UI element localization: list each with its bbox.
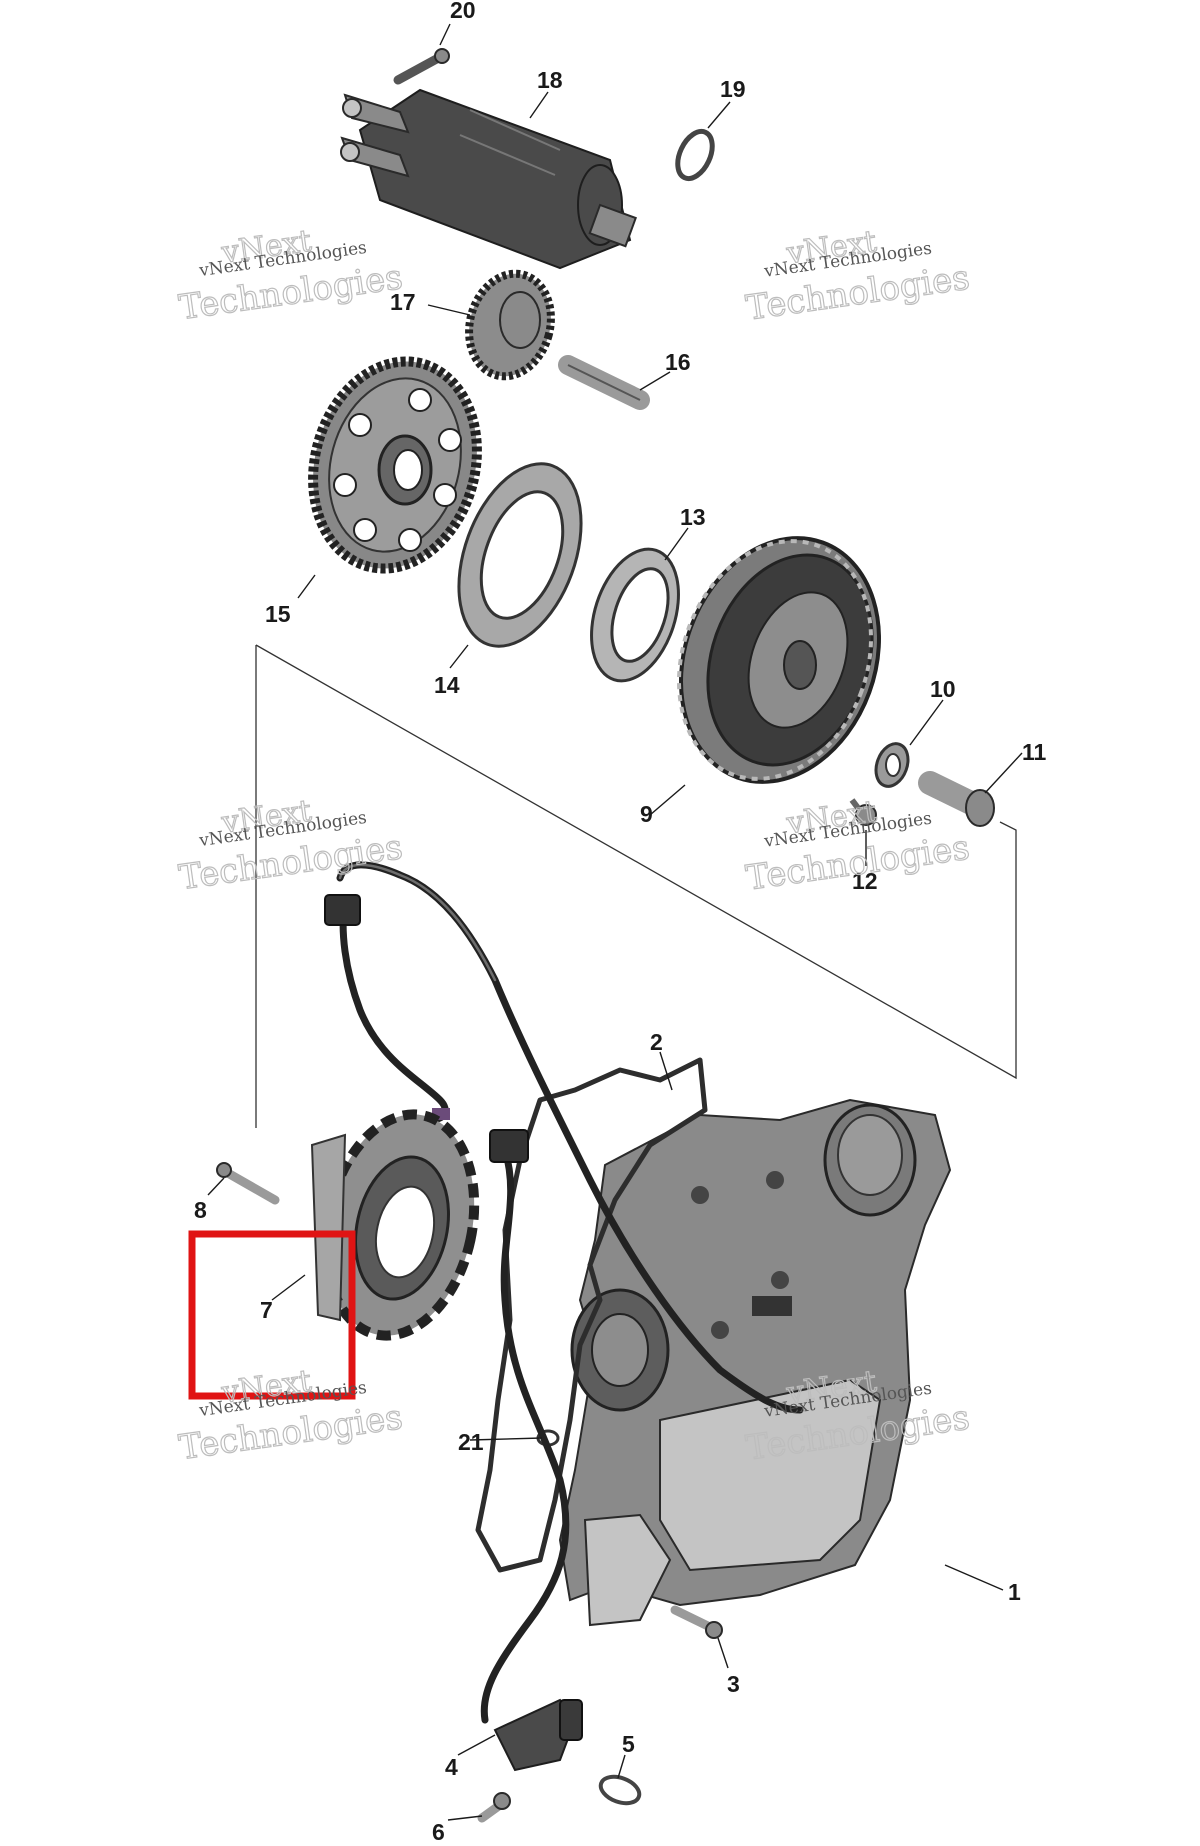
label-1: 1 [1008,1579,1021,1605]
part-5-o-ring [598,1774,642,1806]
label-6: 6 [432,1819,445,1845]
label-18: 18 [537,67,563,93]
watermark-bottom-left: vNext vNext Technologies Technologies [176,1363,406,1469]
label-13: 13 [680,504,706,530]
watermark-mid-left: vNext vNext Technologies Technologies [176,793,406,899]
part-19-o-ring [675,128,715,182]
part-14-washer [457,462,583,648]
part-15-starter-gear [308,356,482,574]
label-5: 5 [622,1731,635,1757]
part-labels: 20 18 19 17 16 13 15 14 10 11 9 12 2 8 7… [194,0,1047,1845]
watermark-top-right: vNext vNext Technologies Technologies [743,224,973,330]
watermark-top-left: vNext vNext Technologies Technologies [176,223,406,329]
part-9-flywheel [677,536,881,784]
part-12-small-bolt [849,798,877,826]
part-18-starter-motor [340,88,637,270]
label-9: 9 [640,801,653,827]
part-20-bolt [393,48,450,85]
label-10: 10 [930,676,956,702]
label-12: 12 [852,868,878,894]
part-17-intermediate-gear [465,269,555,381]
label-15: 15 [265,601,291,627]
assembly-outline [255,644,1017,1128]
wiring-harness [324,861,804,1724]
label-7: 7 [260,1297,273,1323]
part-16-shaft [558,355,650,410]
part-7-stator [310,1109,480,1341]
label-3: 3 [727,1671,740,1697]
label-2: 2 [650,1029,663,1055]
label-14: 14 [434,672,460,698]
part-13-bearing [590,547,680,683]
part-4-sensor [493,1698,583,1772]
label-16: 16 [665,349,691,375]
label-21: 21 [458,1429,484,1455]
part-8-bolt [216,1162,280,1205]
leader-lines [207,23,1023,1821]
part-6-bolt [477,1792,511,1823]
highlight-box-part-7 [188,1230,356,1400]
part-1-magneto-cover [558,1098,952,1627]
label-8: 8 [194,1197,207,1223]
label-11: 11 [1022,739,1047,765]
part-10-washer [874,742,910,788]
part-11-flywheel-bolt [918,771,995,827]
label-19: 19 [720,76,746,102]
part-3-bolt [670,1605,723,1639]
label-4: 4 [445,1754,458,1780]
label-17: 17 [390,289,416,315]
label-20: 20 [450,0,476,23]
